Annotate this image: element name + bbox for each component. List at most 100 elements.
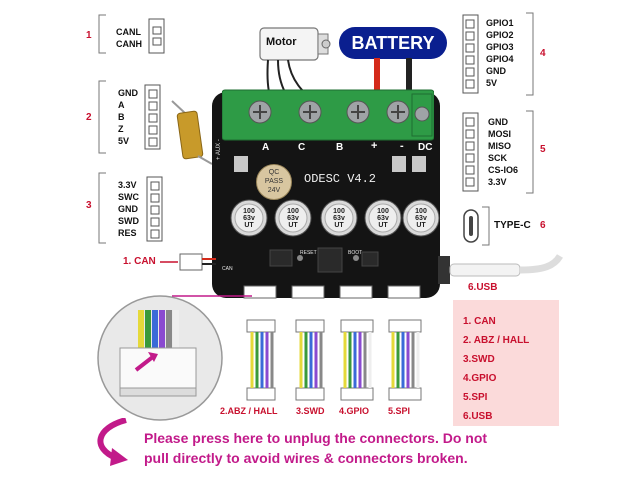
- group4-number: 4: [540, 48, 546, 59]
- pin-3v3: 3.3V: [118, 180, 137, 190]
- group6-bracket: [482, 206, 490, 246]
- group2-pins: GND A B Z 5V: [118, 87, 138, 147]
- pin-a: A: [118, 100, 125, 110]
- legend-item-abz-hall: 2. ABZ / HALL: [463, 335, 530, 346]
- motor-label: Motor: [266, 36, 297, 48]
- cap-volt: 63v: [377, 215, 389, 222]
- boot-label: BOOT: [348, 250, 363, 256]
- cap-volt: 63v: [333, 215, 345, 222]
- terminal-label-plus: +: [371, 140, 378, 152]
- pin-gnd: GND: [118, 88, 138, 98]
- usb-c-port-icon: [463, 209, 479, 243]
- pin-miso: MISO: [488, 141, 512, 151]
- note-line-2: pull directly to avoid wires & connector…: [144, 450, 468, 466]
- pin-5v: 5V: [486, 78, 498, 88]
- qc-text: QC: [268, 169, 280, 176]
- usb-label: 6.USB: [468, 282, 498, 293]
- legend-item-can: 1. CAN: [463, 316, 496, 327]
- pin-canh: CANH: [116, 39, 142, 49]
- pin-5v: 5V: [118, 136, 130, 146]
- pin-gpio1: GPIO1: [486, 18, 514, 28]
- group4-pins: GPIO1 GPIO2 GPIO3 GPIO4 GND 5V: [486, 17, 514, 89]
- power-terminal-block: [222, 89, 434, 141]
- group2-bracket: [98, 80, 106, 154]
- pin-gnd: GND: [486, 66, 506, 76]
- qc-volt-text: 24V: [267, 187, 281, 194]
- cable-label-abz-hall: 2.ABZ / HALL: [220, 406, 278, 416]
- type-c-label: TYPE-C: [494, 220, 531, 231]
- group3-pins: 3.3V SWC GND SWD RES: [118, 179, 139, 239]
- cable-label-spi: 5.SPI: [388, 406, 411, 416]
- cable-gpio: [340, 319, 374, 401]
- qc-pass-text: PASS: [264, 178, 284, 185]
- aux-label: + AUX -: [216, 139, 222, 160]
- cable-label-swd: 3.SWD: [296, 406, 325, 416]
- group5-bracket: [526, 110, 534, 194]
- can-connector-icon: [160, 253, 216, 271]
- legend-item-spi: 5.SPI: [463, 392, 488, 403]
- group4-connector: [462, 14, 479, 94]
- pin-res: RES: [118, 228, 137, 238]
- group3-connector: [146, 176, 163, 242]
- cap-volt: 63v: [415, 215, 427, 222]
- pin-mosi: MOSI: [488, 129, 512, 139]
- capacitor-1: [230, 199, 268, 237]
- pin-gnd: GND: [118, 204, 138, 214]
- capacitor-3: [320, 199, 358, 237]
- group1-number: 1: [86, 30, 92, 41]
- group4-bracket: [526, 12, 534, 96]
- pin-swc: SWC: [118, 192, 139, 202]
- group2-number: 2: [86, 112, 92, 123]
- capacitor-2: [274, 199, 312, 237]
- group2-connector: [144, 84, 161, 150]
- mosfet-pads: [234, 156, 426, 172]
- group5-pins: GND MOSI MISO SCK CS-IO6 3.3V: [488, 116, 518, 188]
- cap-brand: UT: [288, 222, 298, 229]
- pin-swd: SWD: [118, 216, 139, 226]
- capacitor-4: [364, 199, 402, 237]
- cap-value: 100: [287, 208, 299, 215]
- cap-value: 100: [415, 208, 427, 215]
- cable-spi: [388, 319, 422, 401]
- group3-number: 3: [86, 200, 92, 211]
- group1-bracket: [98, 14, 106, 54]
- pin-gpio4: GPIO4: [486, 54, 514, 64]
- group5-connector: [462, 112, 479, 192]
- qc-pass-sticker: QC PASS 24V: [256, 164, 292, 200]
- group1-connector: [148, 18, 165, 54]
- note-line-1: Please press here to unplug the connecto…: [144, 430, 488, 446]
- cap-brand: UT: [416, 222, 426, 229]
- cap-value: 100: [243, 208, 255, 215]
- cap-value: 100: [333, 208, 345, 215]
- legend-box: 1. CAN 2. ABZ / HALL 3.SWD 4.GPIO 5.SPI …: [453, 300, 559, 426]
- pin-z: Z: [118, 124, 124, 134]
- unplug-instruction: Please press here to unplug the connecto…: [144, 428, 624, 468]
- cap-brand: UT: [378, 222, 388, 229]
- group1-pins: CANL CANH: [116, 26, 142, 50]
- cap-value: 100: [377, 208, 389, 215]
- pin-3v3: 3.3V: [488, 177, 507, 187]
- curved-arrow-icon: [97, 418, 128, 466]
- cap-brand: UT: [334, 222, 344, 229]
- zoom-inset: [97, 295, 252, 421]
- cap-brand: UT: [244, 222, 254, 229]
- pin-gnd: GND: [488, 117, 508, 127]
- battery-label: BATTERY: [339, 27, 447, 59]
- pin-sck: SCK: [488, 153, 508, 163]
- cable-label-gpio: 4.GPIO: [339, 406, 370, 416]
- group3-bracket: [98, 172, 106, 244]
- terminal-label-minus: -: [400, 140, 404, 152]
- terminal-label-b: B: [336, 142, 344, 153]
- group5-number: 5: [540, 144, 546, 155]
- battery-text: BATTERY: [351, 33, 435, 53]
- pin-cs-io6: CS-IO6: [488, 165, 519, 175]
- board-bottom-connectors: [243, 285, 421, 299]
- legend-item-swd: 3.SWD: [463, 354, 495, 365]
- reset-label: RESET: [300, 250, 317, 256]
- cap-volt: 63v: [287, 215, 299, 222]
